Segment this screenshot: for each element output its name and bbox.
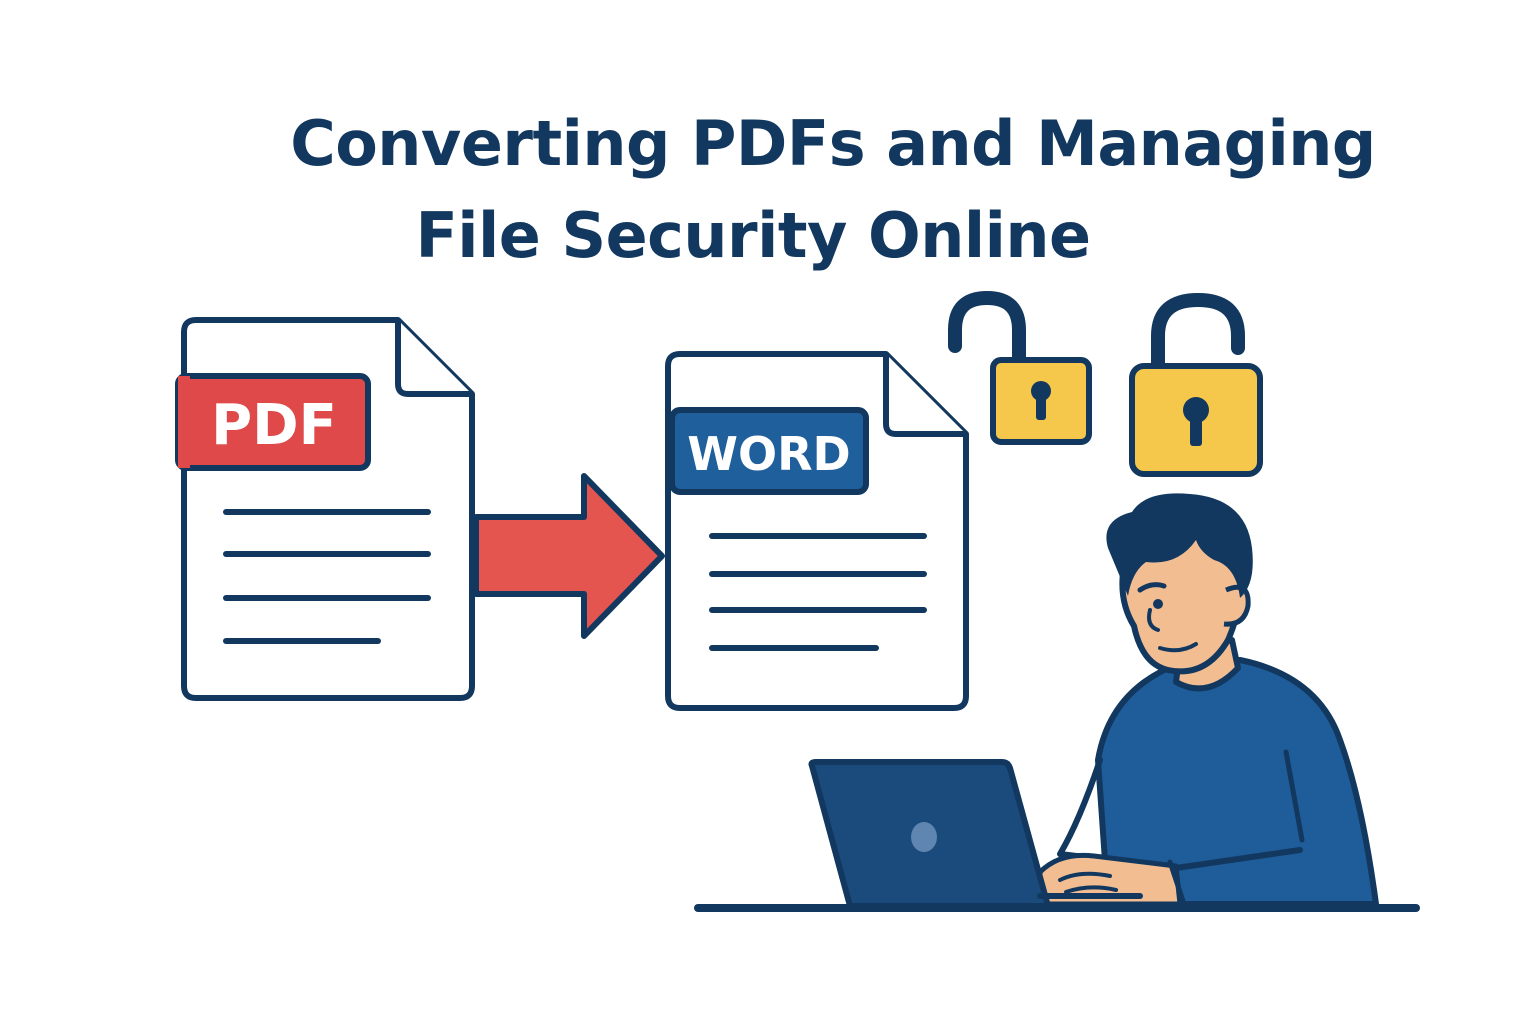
title-line-1: Converting PDFs and Managing [290, 107, 1376, 180]
word-text-lines [709, 533, 927, 651]
page-title: Converting PDFs and Managing File Securi… [0, 98, 1536, 282]
unlocked-padlock-icon-large [1129, 292, 1263, 477]
laptop-icon [808, 759, 1143, 909]
title-line-2: File Security Online [415, 199, 1091, 272]
arrow-right-icon [473, 473, 665, 639]
pdf-document-icon: PDF [175, 317, 475, 701]
word-document-icon: WORD [665, 351, 969, 711]
unlocked-padlock-icon-small [948, 290, 1092, 445]
person-at-laptop-illustration [1037, 493, 1379, 907]
word-badge-label: WORD [687, 427, 850, 481]
hair [1106, 493, 1253, 598]
pdf-text-lines [223, 509, 431, 644]
pdf-badge: PDF [175, 373, 371, 471]
sweater [1095, 657, 1379, 907]
pdf-badge-label: PDF [211, 393, 337, 458]
word-badge: WORD [669, 407, 869, 495]
laptop-logo [911, 822, 937, 852]
